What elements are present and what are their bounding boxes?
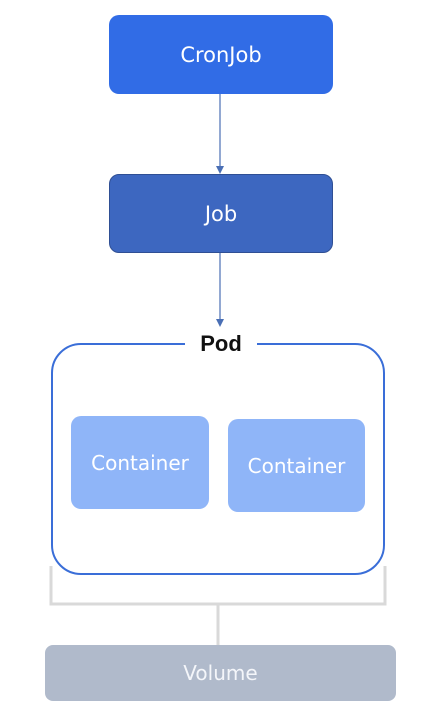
container-2-label: Container	[247, 453, 346, 478]
job-label: Job	[204, 201, 238, 226]
cronjob-label: CronJob	[180, 42, 262, 67]
container-node-2: Container	[228, 419, 365, 512]
volume-node: Volume	[45, 645, 396, 701]
cronjob-node: CronJob	[109, 15, 333, 94]
job-node: Job	[109, 174, 333, 253]
container-node-1: Container	[71, 416, 209, 509]
pod-label: Pod	[185, 330, 257, 358]
container-1-label: Container	[91, 450, 189, 475]
volume-label: Volume	[183, 661, 258, 685]
